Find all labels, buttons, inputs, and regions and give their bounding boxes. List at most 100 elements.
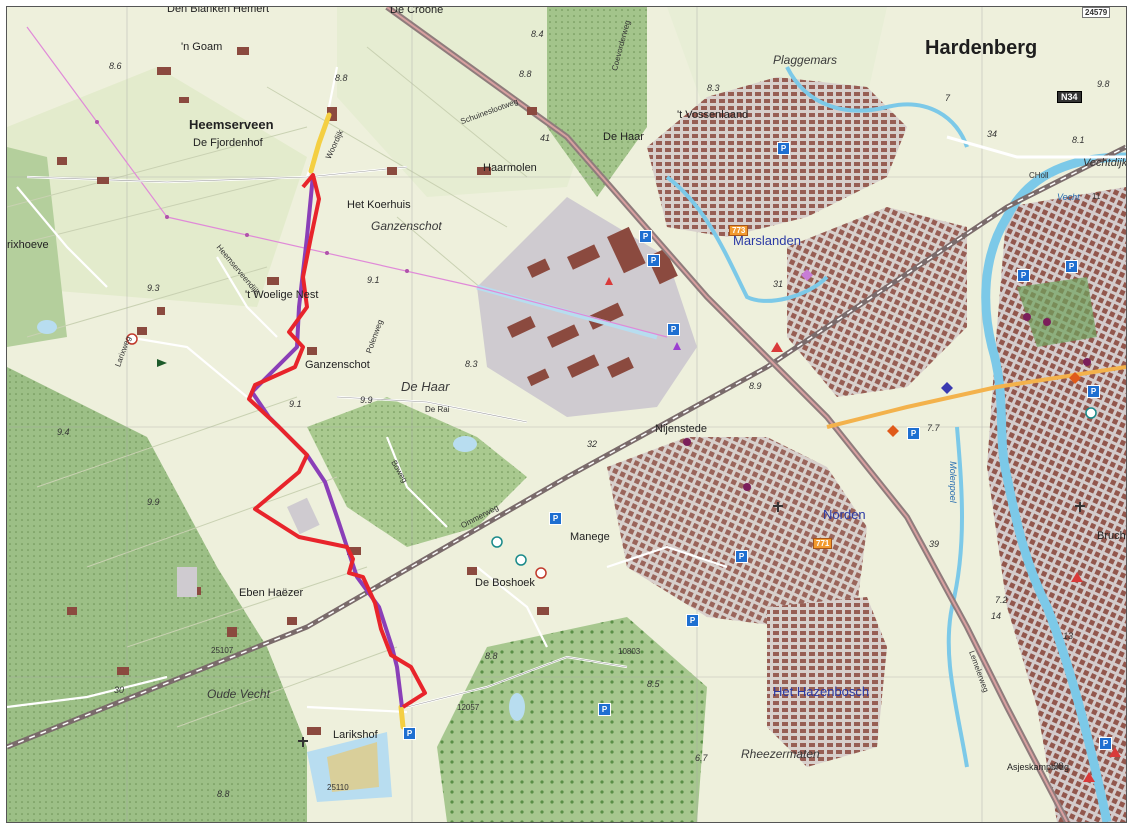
canal-marslanden	[665, 175, 829, 303]
parking-icon: P	[549, 512, 562, 525]
elevation: 38	[1053, 761, 1064, 771]
elevation: 8.8	[519, 69, 532, 79]
route-yellow-north[interactable]	[308, 112, 332, 174]
parking-icon: P	[735, 550, 748, 563]
sports-field	[327, 742, 379, 792]
elevation: 7.2	[995, 595, 1008, 605]
place-larikshof: Larikshof	[333, 729, 378, 741]
road-number-773: 773	[729, 225, 749, 236]
elevation: 8.6	[109, 61, 122, 71]
place-n-goam: 'n Goam	[181, 41, 223, 53]
place-marslanden: Marslanden	[733, 233, 801, 248]
elevation: 9.3	[147, 283, 160, 293]
parking-icon: P	[639, 230, 652, 243]
place-asjeskampbrug: Asjeskampbrug	[1007, 762, 1070, 772]
place-heemserveen: Heemserveen	[189, 117, 274, 132]
place-manege: Manege	[570, 531, 610, 543]
green-center	[1017, 277, 1097, 347]
parking-icon: P	[403, 727, 416, 740]
road-number-771: 771	[813, 538, 833, 549]
road-number-11: 11	[1092, 192, 1101, 201]
parking-icon: P	[1065, 260, 1078, 273]
power-pylons	[95, 120, 409, 273]
elevation: 8.3	[707, 83, 720, 93]
place-t-woelige-nest: 't Woelige Nest	[245, 289, 319, 301]
water-vecht: Vecht	[1057, 192, 1080, 202]
area-de-haar: De Haar	[401, 379, 450, 394]
route-purple[interactable]	[250, 174, 404, 708]
elevation: 7.7	[927, 423, 940, 433]
parking-icon: P	[1087, 385, 1100, 398]
road-de-rai: De Rai	[425, 405, 450, 414]
place-de-boshoek: De Boshoek	[475, 577, 535, 589]
route-red[interactable]	[247, 173, 427, 709]
topographic-map[interactable]	[7, 7, 1126, 822]
place-het-koerhuis: Het Koerhuis	[347, 199, 411, 211]
place-ganzenschot: Ganzenschot	[305, 359, 370, 371]
place-norden: Norden	[823, 507, 866, 522]
elevation: 30	[114, 685, 125, 695]
elevation: 6.7	[695, 753, 708, 763]
town-center-houses	[987, 187, 1126, 822]
place-hardenberg: Hardenberg	[925, 37, 1038, 59]
elevation: 41	[540, 133, 551, 143]
road-to-center	[826, 365, 1126, 429]
place-rixhoeve: rixhoeve	[7, 239, 49, 251]
place-de-croone: De Croone	[390, 6, 444, 16]
elevation: 8.4	[531, 29, 544, 39]
elevation: 31	[773, 279, 784, 289]
elevation: 9.4	[57, 427, 70, 437]
place-de-haar: De Haar	[603, 131, 644, 143]
area-rheezermaten: Rheezermaten	[741, 747, 820, 761]
road-number: 25110	[327, 783, 349, 792]
parking-icon: P	[1099, 737, 1112, 750]
place-nijenstede: Nijenstede	[655, 423, 707, 435]
place-haarmolen: Haarmolen	[483, 162, 537, 174]
railway-ticks	[7, 146, 1126, 748]
elevation: 8.8	[485, 651, 498, 661]
elevation: 8.8	[335, 73, 348, 83]
elevation: 9.8	[1097, 79, 1110, 89]
residential-hazenbosch-houses	[767, 597, 887, 767]
place-den-blanken-hemert: Den Blanken Hemert	[167, 6, 270, 15]
poi-markers	[126, 269, 1121, 782]
map-frame: P P P P P P P P P P P P P P N34 24579 77…	[6, 6, 1127, 823]
elevation: 9.1	[367, 275, 380, 285]
road-choll: CHoll	[1029, 171, 1049, 180]
parking-icon: P	[907, 427, 920, 440]
road-vechtdijk: Vechtdijk	[1083, 157, 1127, 169]
place-t-vossenlaand: 't Vossenlaand	[677, 109, 749, 121]
residential-marslanden-houses	[787, 207, 967, 397]
industrial-buildings	[507, 226, 678, 387]
pond	[37, 320, 57, 334]
parking-icon: P	[686, 614, 699, 627]
parking-icon: P	[598, 703, 611, 716]
elevation: 9.1	[289, 399, 302, 409]
elevation: 9.9	[360, 395, 373, 405]
green-field	[7, 67, 307, 307]
industrial-area	[477, 197, 697, 417]
elevation: 13	[1063, 631, 1074, 641]
main-road-n34-inner	[386, 7, 1068, 822]
parking-icon: P	[667, 323, 680, 336]
elevation: 8.5	[647, 679, 660, 689]
elevation: 9.9	[147, 497, 160, 507]
road-number: 12057	[457, 703, 480, 712]
residential-norden-houses	[607, 437, 867, 627]
residential-plaggemars-houses	[647, 77, 907, 237]
area-oude-vecht: Oude Vecht	[207, 687, 270, 701]
pond	[453, 436, 477, 452]
elevation: 39	[929, 539, 940, 549]
route-yellow-south[interactable]	[398, 704, 406, 730]
elevation: 14	[991, 611, 1002, 621]
elevation: 8.3	[465, 359, 478, 369]
place-de-fjordenhof: De Fjordenhof	[193, 137, 263, 149]
elevation: 8.1	[1072, 135, 1085, 145]
elevation: 8.9	[749, 381, 762, 391]
canal-molenpoel	[946, 426, 969, 768]
forest-southwest-pattern	[7, 367, 307, 822]
elevation: 8.8	[217, 789, 230, 799]
canal-plaggemars	[785, 66, 969, 148]
road-shield-n34: N34	[1057, 91, 1082, 103]
road-number: 10803	[618, 647, 641, 656]
